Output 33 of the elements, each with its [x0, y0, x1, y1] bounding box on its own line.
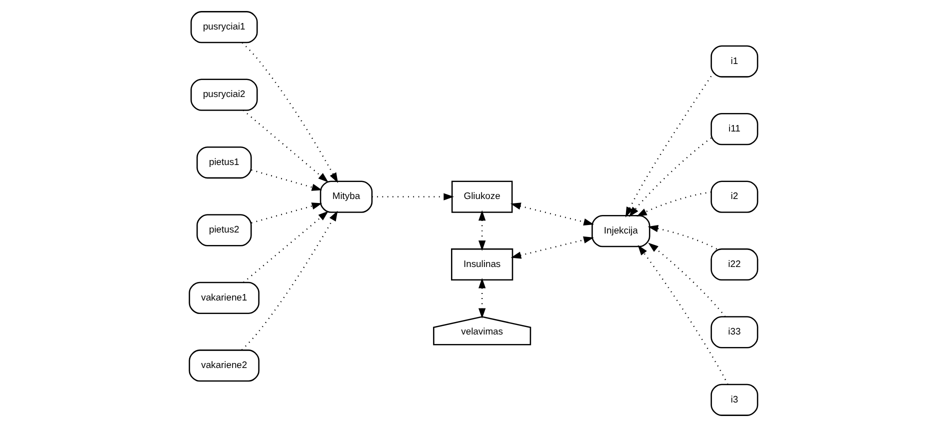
node-box: vakariene1 [188, 282, 259, 314]
arrow [241, 42, 338, 184]
node-box: pietus2 [196, 214, 252, 246]
arrow [636, 191, 711, 216]
arrow [240, 210, 338, 350]
node-box: pusryciai2 [190, 78, 258, 111]
arrow [478, 278, 486, 319]
node-box: pusryciai1 [190, 11, 258, 44]
node-box: Gliukoze [450, 180, 512, 213]
node-box: i1 [710, 45, 758, 78]
arrow [628, 137, 712, 218]
arrow [250, 202, 322, 224]
node-box: i33 [710, 316, 758, 348]
arrow [242, 110, 328, 182]
node-box: Mityba [319, 180, 372, 213]
arrow [648, 242, 726, 318]
node-box: i3 [710, 384, 758, 416]
node-box: i22 [710, 248, 758, 281]
arrow [624, 76, 712, 218]
arrow [242, 210, 328, 283]
node-box: vakariene2 [188, 350, 259, 382]
arrow [637, 244, 728, 385]
arrow [510, 202, 594, 226]
node-box: Injekcija [591, 215, 650, 248]
node-box: i11 [710, 113, 758, 146]
node-box: i2 [710, 180, 758, 213]
node-box: pietus1 [196, 146, 252, 179]
arrow [510, 236, 594, 259]
arrow [250, 169, 322, 191]
node-box: Insulinas [450, 248, 513, 281]
arrow [478, 210, 486, 251]
arrow [647, 225, 717, 250]
arrow [372, 193, 454, 200]
